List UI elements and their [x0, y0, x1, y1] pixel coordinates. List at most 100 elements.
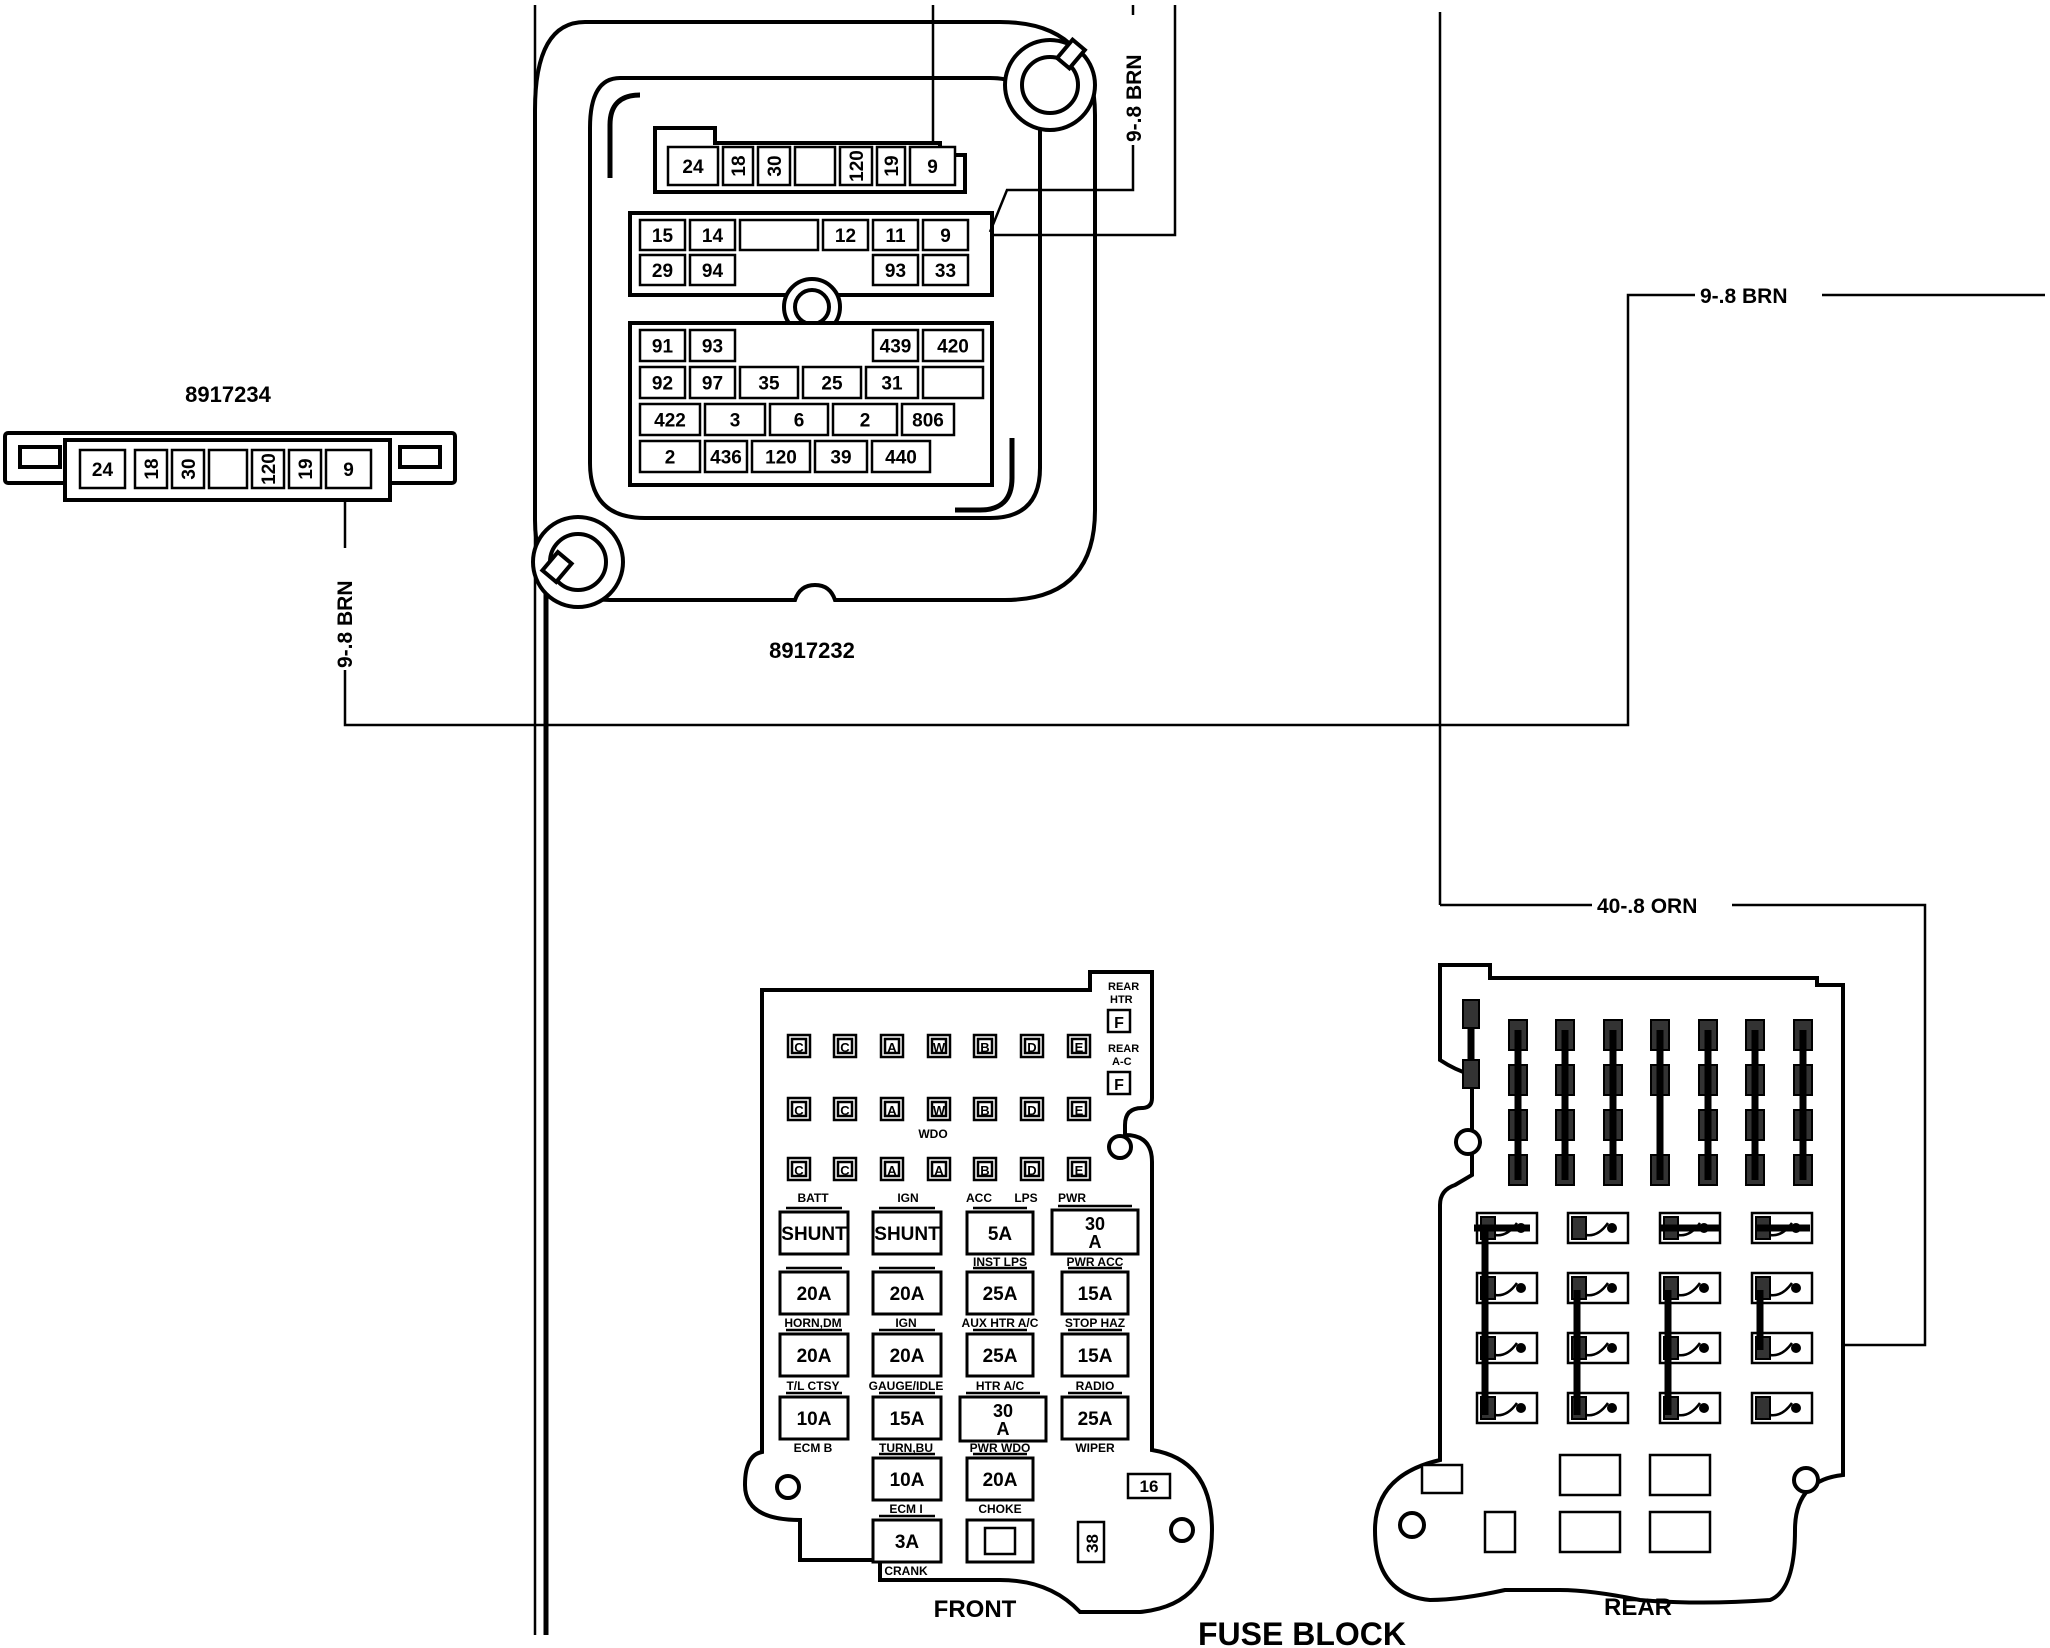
- f19-slot: [871, 1518, 943, 1564]
- large-low3-pin-2: 6: [794, 411, 805, 432]
- small-pin-5-cell: [287, 448, 323, 490]
- cavity-2-6: E: [1075, 1163, 1084, 1178]
- small-pin-2: 30: [179, 458, 200, 479]
- label-gauge-idle: GAUGE/IDLE: [869, 1379, 944, 1393]
- small-pin-4: 120: [259, 453, 280, 485]
- small-pin-0-cell: [78, 448, 127, 490]
- large-mid1-pin-3: 12: [835, 226, 856, 247]
- large-mid2-pin-0-cell: [638, 253, 687, 287]
- f17-value: 10A: [890, 1470, 925, 1491]
- cavity-2-1: C: [840, 1163, 850, 1178]
- large-low4-pin-4-cell: [870, 439, 932, 474]
- cavity-1-1: C: [840, 1103, 850, 1118]
- f8-value: 15A: [1078, 1284, 1113, 1305]
- label-inst-lps: INST LPS: [973, 1255, 1027, 1269]
- label-stop-haz: STOP HAZ: [1065, 1316, 1125, 1330]
- f2-value: SHUNT: [874, 1224, 940, 1245]
- large-top-pin-6: 9: [927, 157, 938, 178]
- rear-relay-2-0-dot: [1516, 1343, 1526, 1353]
- f12-value: 15A: [1078, 1346, 1113, 1367]
- f6-slot: [871, 1270, 943, 1316]
- rear-ac-label-2: A-C: [1112, 1056, 1132, 1068]
- cavity-2-5-inner: [1023, 1160, 1041, 1178]
- large-top-pin-4: 120: [847, 150, 868, 182]
- label-turn-bu: TURN,BU: [879, 1441, 933, 1455]
- large-low4-pin-3-cell: [813, 439, 869, 474]
- f11-slot: [965, 1332, 1035, 1378]
- large-mid2-pin-0: 29: [652, 261, 673, 282]
- large-low3-pin-4-cell: [900, 402, 956, 437]
- rear-small-relay-2: [1483, 1510, 1517, 1554]
- cavity-0-2: A: [887, 1040, 897, 1055]
- large-low2-pin-3: 25: [821, 374, 843, 395]
- rear-relay-1-1-dot: [1607, 1283, 1617, 1293]
- cavity-1-4-inner: [976, 1100, 994, 1118]
- f4-value2: A: [1089, 1232, 1102, 1252]
- large-low2-pin-4-cell: [864, 365, 920, 400]
- f18-slot: [965, 1456, 1035, 1502]
- label-choke: CHOKE: [978, 1502, 1021, 1516]
- cavity-1-3-inner: [930, 1100, 948, 1118]
- f2-slot: [871, 1210, 943, 1256]
- large-low2-pin-0-cell: [638, 365, 687, 400]
- cavity-2-2-inner: [883, 1160, 901, 1178]
- large-low3-pin-0: 422: [654, 411, 686, 432]
- large-low4-pin-2: 120: [765, 448, 797, 469]
- label-tl-ctsy: T/L CTSY: [786, 1379, 839, 1393]
- large-top-pin-2-cell: [756, 145, 792, 187]
- f14-value: 15A: [890, 1409, 925, 1430]
- f15-value2: A: [997, 1419, 1010, 1439]
- wire-to-mid-pin9: [990, 5, 1177, 237]
- large-low4-pin-4: 440: [885, 448, 917, 469]
- small-pin-1-cell: [133, 448, 169, 490]
- f15-value: 30: [993, 1401, 1013, 1421]
- large-mid2-pin-3-cell: [921, 253, 970, 287]
- large-mid1-pin-1: 14: [702, 226, 724, 247]
- large-low1-pin-2: 439: [880, 337, 912, 358]
- label-pwr-acc: PWR ACC: [1067, 1255, 1124, 1269]
- cavity-0-1-inner: [836, 1037, 854, 1055]
- f6-value: 20A: [890, 1284, 925, 1305]
- wire-9-brn-left-lower: [343, 293, 1695, 727]
- large-low1-pin-3: 420: [937, 337, 969, 358]
- large-mid2-pin-2-cell: [871, 253, 920, 287]
- large-top-pin-6-cell: [908, 145, 957, 187]
- rear-ac-cavity: F: [1114, 1077, 1124, 1094]
- rear-relay-3-3-dot: [1791, 1403, 1801, 1413]
- small-pin-1: 18: [142, 458, 163, 479]
- wire-40-orn-tail: [1732, 903, 1927, 1347]
- large-low3-pin-3-cell: [831, 402, 899, 437]
- f9-slot: [778, 1332, 850, 1378]
- large-mid2-pin-2: 93: [885, 261, 906, 282]
- large-low3-pin-1: 3: [730, 411, 741, 432]
- wire-9-brn-top-label: 9-.8 BRN: [1123, 54, 1146, 142]
- cavity-0-0: C: [794, 1040, 804, 1055]
- label-radio: RADIO: [1076, 1379, 1115, 1393]
- cavity-0-4-inner: [976, 1037, 994, 1055]
- wire-9-brn-top-lower: [988, 145, 1135, 233]
- cavity-0-6: E: [1075, 1040, 1084, 1055]
- large-mid1-pin-2-cell: [738, 218, 820, 252]
- label-wiper: WIPER: [1075, 1441, 1115, 1455]
- rear-small-relay: [1420, 1463, 1464, 1495]
- rear-relay-3-2-dot: [1699, 1403, 1709, 1413]
- label-htr-ac: HTR A/C: [976, 1379, 1025, 1393]
- large-low4-pin-3: 39: [830, 448, 851, 469]
- large-low1-pin-3-cell: [921, 328, 985, 363]
- large-mid1-pin-4-cell: [871, 218, 920, 252]
- rear-term-left-1: [1462, 1059, 1480, 1089]
- cavity-2-4-inner: [976, 1160, 994, 1178]
- f12-slot: [1060, 1332, 1130, 1378]
- cavity-2-6-inner: [1070, 1160, 1088, 1178]
- large-low3-pin-3: 2: [860, 411, 871, 432]
- cavity-2-1-inner: [836, 1160, 854, 1178]
- large-mid2-pin-1-cell: [688, 253, 737, 287]
- f5-slot: [778, 1270, 850, 1316]
- rear-bottom-relay-2: [1558, 1510, 1622, 1554]
- cavity-2-4: B: [980, 1163, 989, 1178]
- large-top-pin-2: 30: [765, 155, 786, 176]
- large-low1-pin-2-cell: [871, 328, 920, 363]
